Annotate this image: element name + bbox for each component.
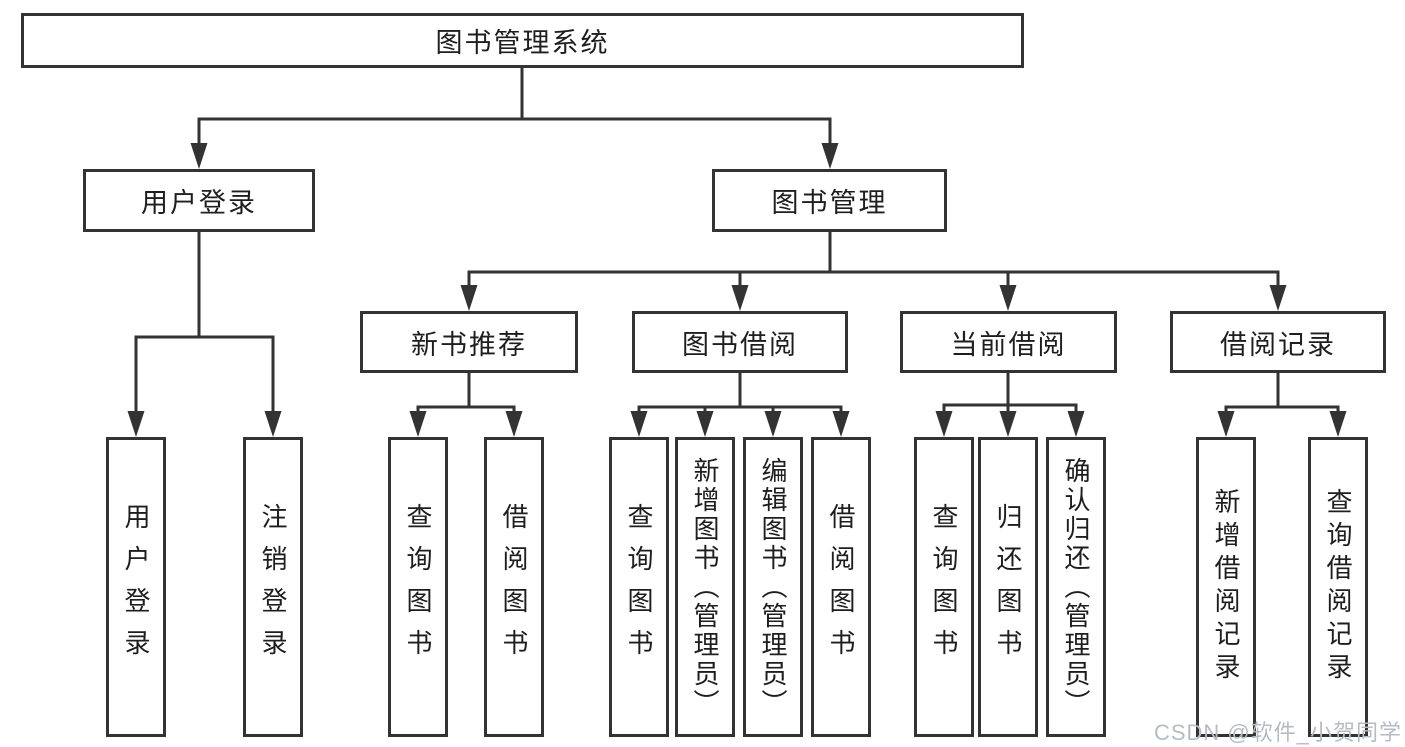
node-current-borrowing: 当前借阅 <box>900 311 1117 373</box>
leaf-borrow-books-borrowing: 借阅图书 <box>811 437 871 737</box>
leaf-query-books-recommend: 查询图书 <box>388 437 448 737</box>
leaf-query-books-current: 查询图书 <box>914 437 974 737</box>
node-borrowing-records: 借阅记录 <box>1170 311 1386 373</box>
leaf-confirm-return-admin: 确认归还（管理员） <box>1046 437 1106 737</box>
node-book-management: 图书管理 <box>712 169 947 232</box>
leaf-borrow-books-recommend: 借阅图书 <box>484 437 544 737</box>
leaf-user-login: 用户登录 <box>106 437 166 737</box>
leaf-query-books-borrowing: 查询图书 <box>609 437 669 737</box>
leaf-return-book: 归还图书 <box>978 437 1038 737</box>
leaf-add-book-admin: 新增图书（管理员） <box>675 437 735 737</box>
leaf-query-borrow-record: 查询借阅记录 <box>1308 437 1368 737</box>
watermark-text: CSDN @软件_小贺同学 <box>1153 720 1402 745</box>
node-book-borrowing: 图书借阅 <box>632 311 848 373</box>
leaf-logout: 注销登录 <box>243 437 303 737</box>
arrowheads <box>127 143 1347 437</box>
connector-lines <box>134 68 1340 413</box>
leaf-edit-book-admin: 编辑图书（管理员） <box>743 437 803 737</box>
node-user-login: 用户登录 <box>83 169 315 232</box>
node-new-book-recommend: 新书推荐 <box>360 311 578 373</box>
node-library-system: 图书管理系统 <box>21 13 1024 68</box>
leaf-add-borrow-record: 新增借阅记录 <box>1196 437 1256 737</box>
